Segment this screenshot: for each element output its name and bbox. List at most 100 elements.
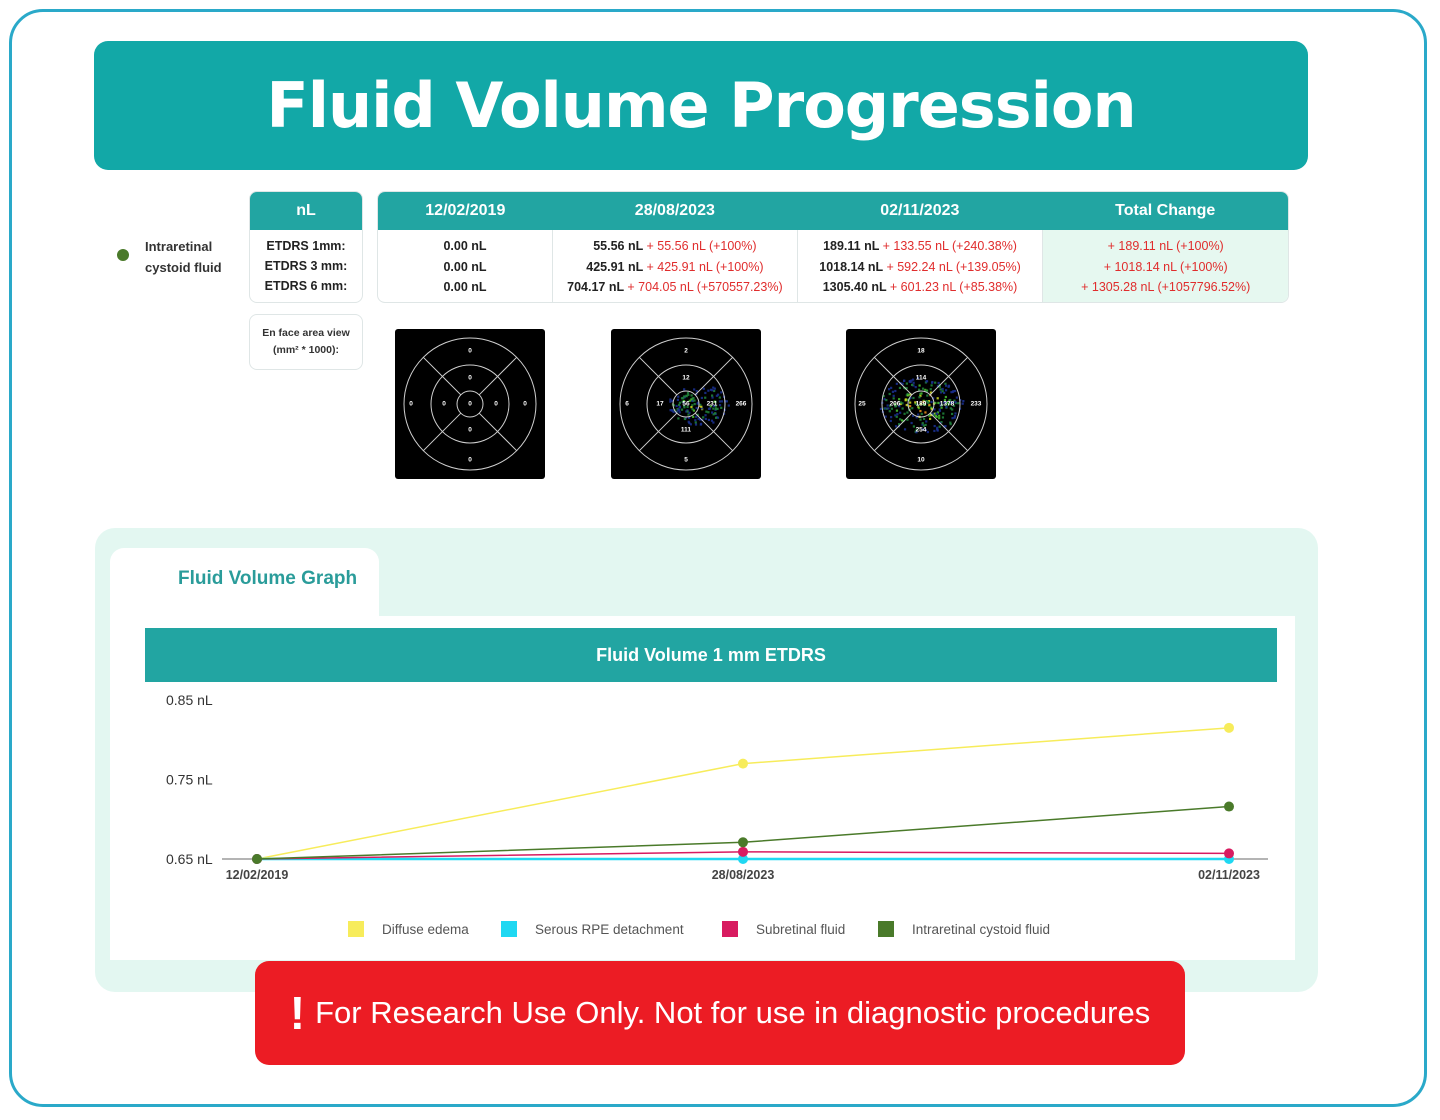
y-tick-label: 0.75 nL [166,772,213,788]
unit-header: nL [250,192,362,230]
heatmap-pixel [894,402,897,406]
heatmap-pixel [921,423,924,426]
heatmap-pixel [898,405,901,408]
col-header-total: Total Change [1115,202,1216,219]
heatmap-pixel [720,391,723,394]
heatmap-pixel [676,398,680,401]
heatmap-pixel [712,386,715,389]
heatmap-pixel [916,377,920,380]
heatmap-pixel [693,399,696,402]
heatmap-pixel [930,406,933,409]
heatmap-pixel [951,401,954,404]
heatmap-pixel [889,419,892,423]
heatmap-pixel [919,392,922,396]
heatmap-pixel [928,414,931,417]
heatmap-pixel [698,418,702,421]
heatmap-pixel [911,407,914,410]
heatmap-pixel [675,404,678,408]
heatmap-pixel [702,416,705,419]
heatmap-pixel [683,417,687,421]
map-value-outer-top: 18 [917,348,925,355]
heatmap-pixel [693,388,696,391]
heatmap-pixel [937,401,940,405]
heatmap-pixel [926,394,929,397]
heatmap-pixel [945,402,948,405]
heatmap-pixel [696,401,700,404]
heatmap-pixel [677,417,680,420]
table-cell: + 1018.14 nL (+100%) [1103,259,1228,274]
heatmap-pixel [905,387,908,390]
heatmap-pixel [922,400,925,403]
map-value-outer-right: 233 [971,401,982,408]
heatmap-pixel [696,413,699,416]
heatmap-pixel [947,384,951,387]
heatmap-pixel [892,397,895,400]
heatmap-pixel [690,406,693,409]
map-ring-middle [881,364,961,444]
heatmap-pixel [949,421,952,424]
heatmap-pixel [713,387,716,390]
table-cell: 1018.14 nL + 592.24 nL (+139.05%) [819,259,1021,274]
tab-fluid-volume-graph[interactable]: Fluid Volume Graph [110,548,379,628]
heatmap-pixel [678,406,681,409]
heatmap-pixel [717,393,720,396]
heatmap-pixel [889,404,892,407]
heatmap-pixel [905,394,908,397]
heatmap-pixel [680,397,684,400]
heatmap-pixel [890,386,893,389]
heatmap-pixel [933,412,936,415]
heatmap-pixel [680,408,684,411]
map-value-inner-bottom: 254 [916,427,927,434]
heatmap-pixel [925,399,928,403]
y-tick-label: 0.65 nL [166,851,213,867]
heatmap-pixel [898,398,901,401]
heatmap-pixel [909,396,912,399]
heatmap-pixel [934,401,937,405]
heatmap-pixel [931,412,935,415]
map-ring-inner [907,390,935,418]
heatmap-pixel [903,412,906,415]
map-ring-outer [854,337,988,471]
heatmap-pixel [912,378,915,381]
heatmap-pixel [955,396,958,399]
heatmap-pixel [895,382,898,385]
warning-text: For Research Use Only. Not for use in di… [315,995,1151,1030]
heatmap-pixel [930,408,933,411]
heatmap-pixel [899,411,902,414]
heatmap-pixel [936,397,939,400]
heatmap-pixel [949,398,952,402]
heatmap-pixel [710,419,714,422]
heatmap-pixel [900,419,904,422]
heatmap-pixel [707,418,711,422]
heatmap-pixel [899,402,902,406]
page-title: Fluid Volume Progression [266,69,1136,142]
heatmap-pixel [941,387,944,391]
table-cell: 0.00 nL [443,280,487,295]
heatmap-pixel [699,403,702,406]
heatmap-pixel [909,405,912,408]
heatmap-pixel [720,406,723,409]
heatmap-pixel [672,410,675,414]
heatmap-pixel [685,410,688,413]
heatmap-pixel [892,394,895,397]
heatmap-pixel [906,392,909,396]
map-sector-line [694,412,734,452]
map-value-outer-right: 266 [736,401,747,408]
heatmap-pixel [695,390,698,393]
heatmap-pixel [886,404,889,407]
heatmap-pixel [915,416,918,419]
map-ring-inner [672,390,700,418]
row-label-3mm: ETDRS 3 mm: [264,259,348,273]
heatmap-pixel [718,404,722,407]
heatmap-pixel [934,414,938,418]
heatmap-pixel [714,416,718,419]
heatmap-pixel [924,423,927,427]
heatmap-pixel [709,388,713,391]
data-point [1224,848,1234,859]
heatmap-pixel [888,392,891,396]
heatmap-pixel [895,409,899,412]
heatmap-pixel [705,410,708,413]
heatmap-pixel [952,404,956,407]
data-point [252,854,262,864]
